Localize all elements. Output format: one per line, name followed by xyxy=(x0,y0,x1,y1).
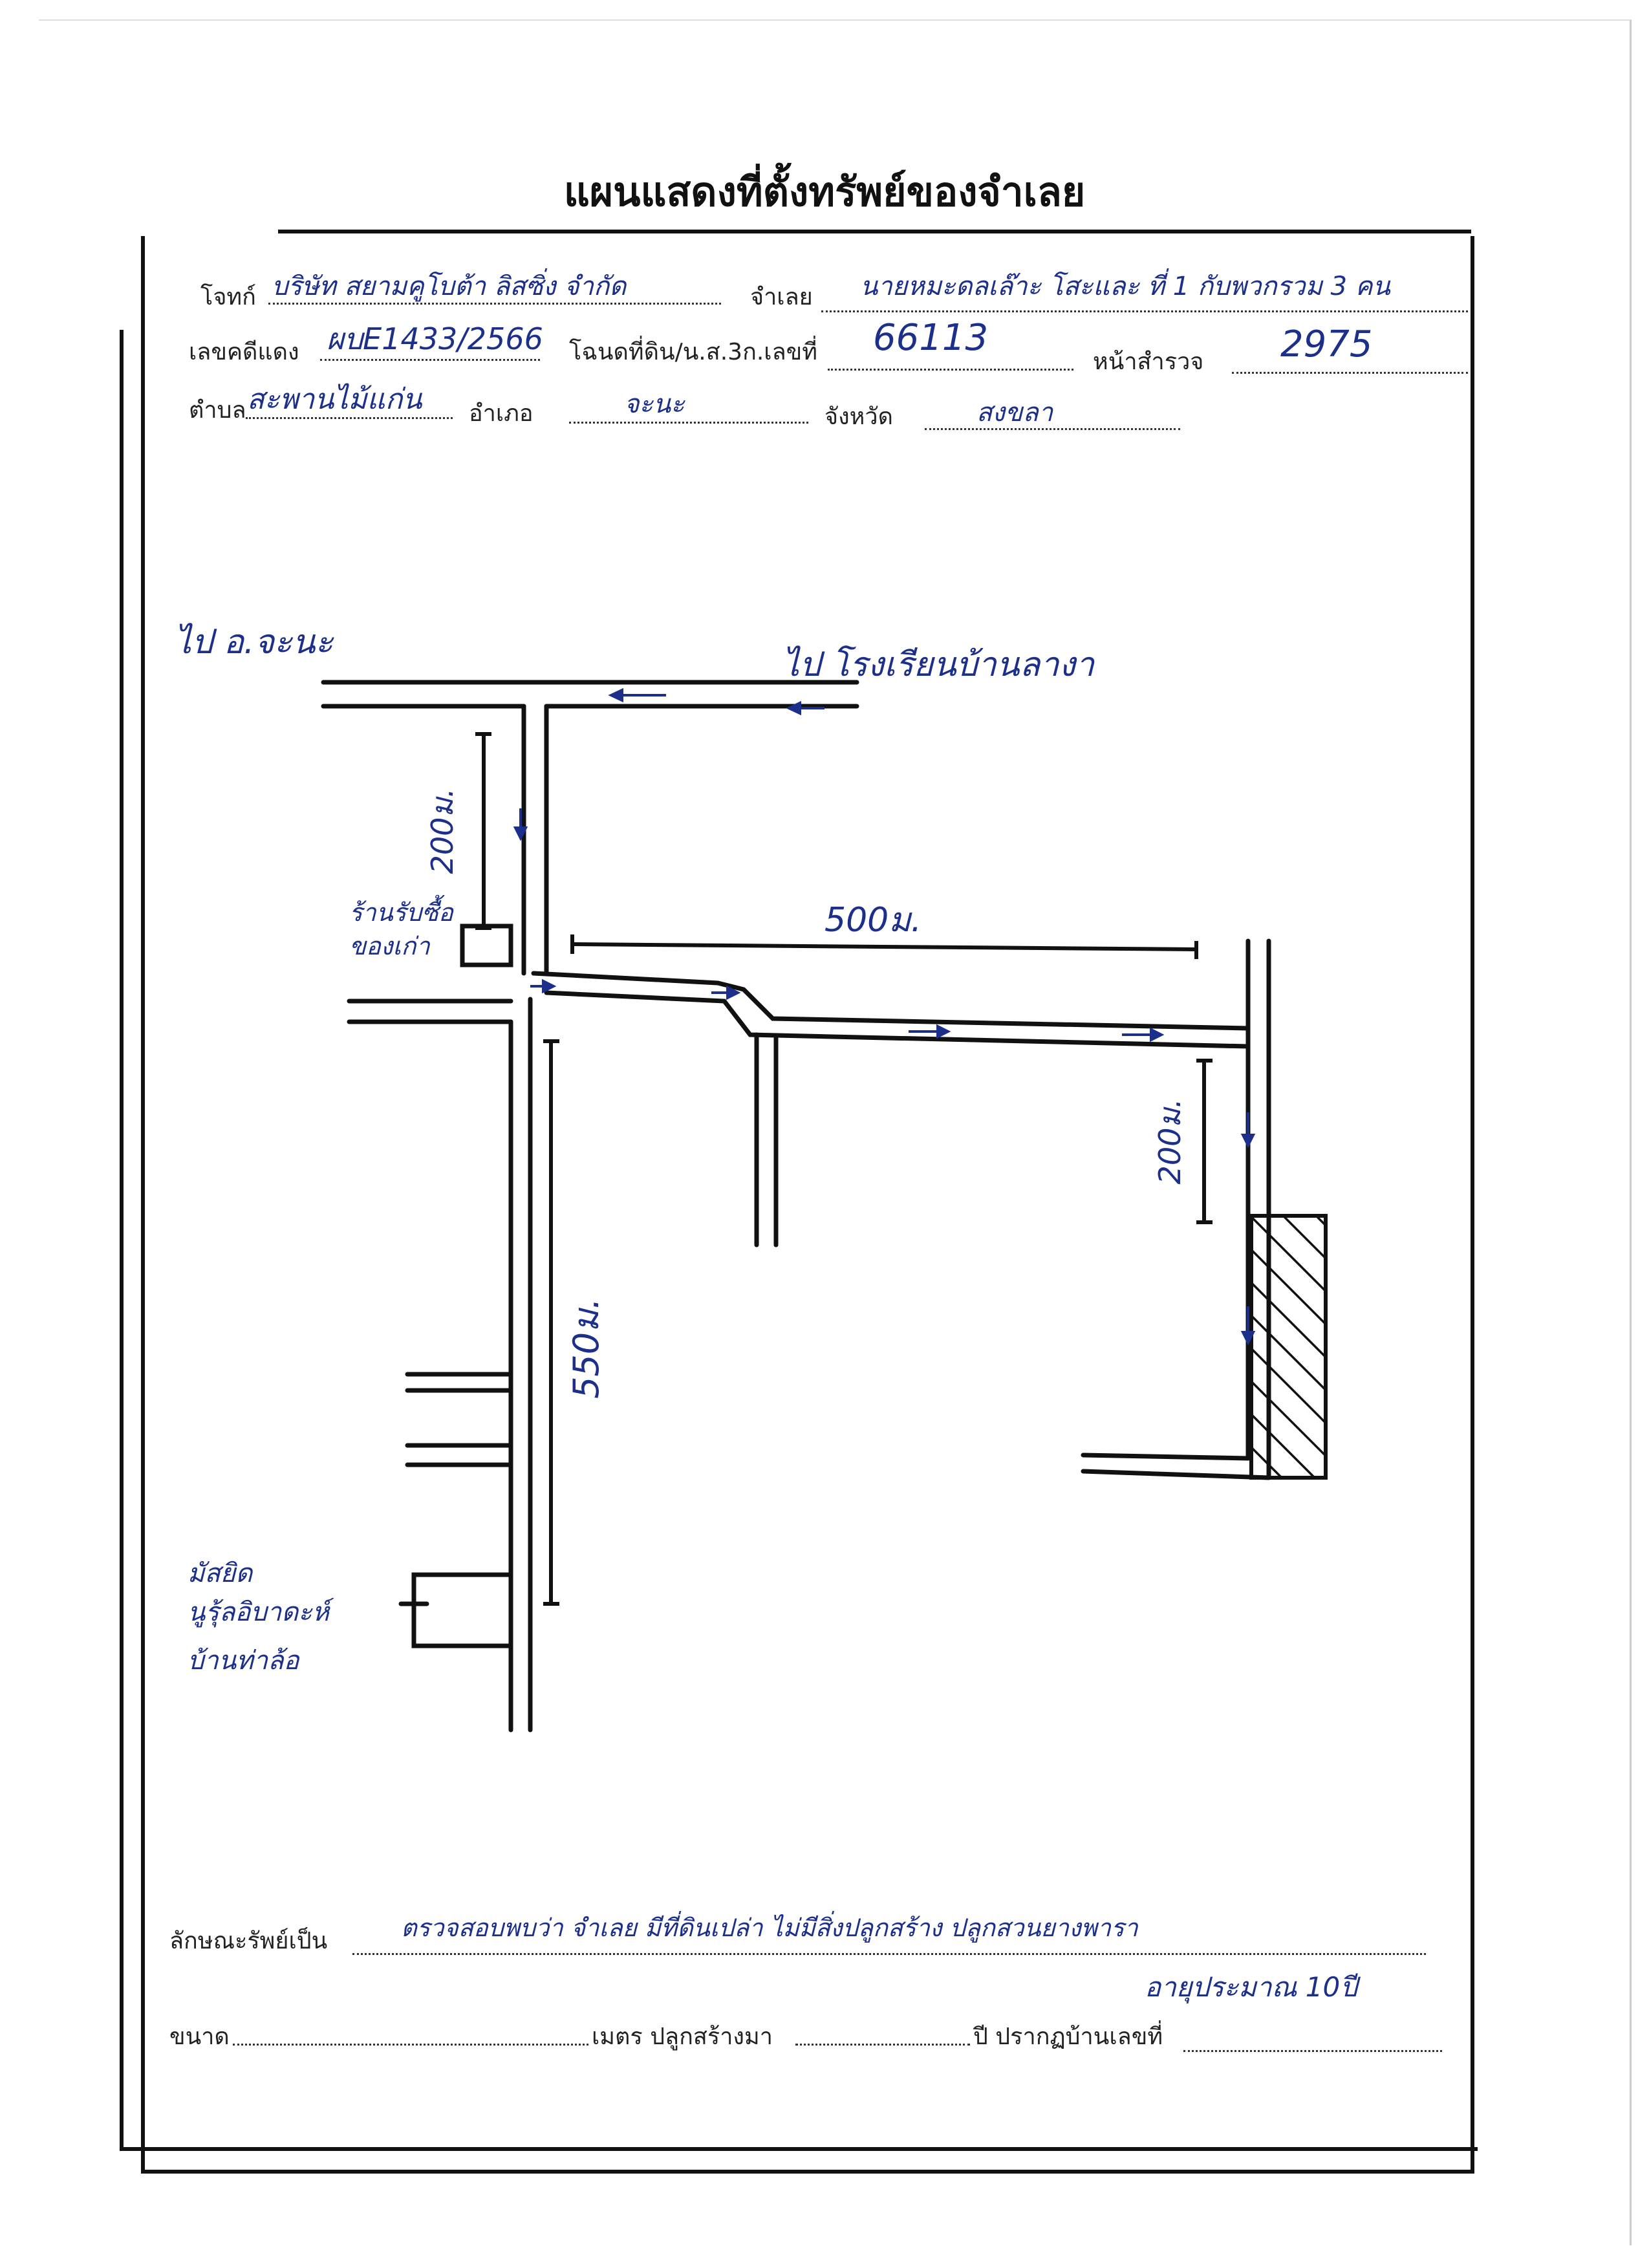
built-dotline xyxy=(795,2044,970,2046)
label-200-left: 200ม. xyxy=(425,788,460,874)
mosque-label-3: บ้านท่าล้อ xyxy=(188,1646,299,1676)
survey-dotline xyxy=(1232,372,1468,374)
plaintiff-dotline xyxy=(268,303,721,305)
mosque-box xyxy=(411,1572,513,1648)
size-label: ขนาด xyxy=(169,2024,230,2050)
meters-label: เมตร ปลูกสร้างมา xyxy=(592,2024,773,2050)
province-label: จังหวัด xyxy=(824,404,893,430)
size-dotline xyxy=(233,2044,588,2046)
main-road-upper xyxy=(531,971,1251,1031)
shop-label-2: ของเก่า xyxy=(349,932,430,960)
bottom-right-road-upper xyxy=(1081,1453,1251,1461)
label-200-right: 200ม. xyxy=(1152,1099,1187,1185)
outer-left-border xyxy=(120,330,124,2150)
to-school-label: ไป โรงเรียนบ้านลางา xyxy=(782,645,1095,684)
defendant-label: จำเลย xyxy=(750,284,813,310)
dim-500 xyxy=(572,942,1197,951)
district-label: อำเภอ xyxy=(469,400,534,427)
plaintiff-label: โจทก์ xyxy=(200,284,256,310)
frame-top-border xyxy=(278,230,1471,233)
deed-dotline xyxy=(828,369,1073,371)
case-dotline xyxy=(320,359,540,361)
bottom-right-road-lower xyxy=(1081,1469,1271,1480)
to-chana-label: ไป อ.จะนะ xyxy=(175,623,334,662)
defendant-dotline xyxy=(821,310,1468,312)
property-label: ลักษณะรัพย์เป็น xyxy=(169,1928,328,1954)
property-parcel xyxy=(1249,1214,1328,1480)
main-road-lower xyxy=(544,990,1251,1049)
property-value-2: อายุประมาณ 10ปี xyxy=(1145,1971,1357,2003)
subdistrict-label: ตำบล xyxy=(189,397,246,424)
survey-value: 2975 xyxy=(1280,323,1373,365)
province-dotline xyxy=(925,428,1180,430)
property-value: ตรวจสอบพบว่า จำเลย มีที่ดินเปล่า ไม่มีสิ… xyxy=(401,1914,1138,1942)
house-no-dotline xyxy=(1183,2050,1442,2052)
form-frame xyxy=(141,236,1474,2174)
label-500: 500ม. xyxy=(824,901,922,940)
year-label: ปี ปรากฏบ้านเลขที่ xyxy=(973,2024,1163,2050)
province-value: สงขลา xyxy=(976,398,1053,427)
plaintiff-value: บริษัท สยามคูโบต้า ลิสซิ่ง จำกัด xyxy=(272,272,627,301)
deed-value: 66113 xyxy=(873,317,989,359)
mosque-label-2: นูรุ้ลอิบาดะห์ xyxy=(188,1597,330,1627)
deed-label: โฉนดที่ดิน/น.ส.3ก.เลขที่ xyxy=(569,339,818,365)
mosque-label-1: มัสยิด xyxy=(188,1559,253,1588)
label-550: 550ม. xyxy=(566,1298,607,1399)
district-value: จะนะ xyxy=(624,389,685,419)
page-title: แผนแสดงที่ตั้งทรัพย์ของจำเลย xyxy=(563,168,1086,215)
subdistrict-value: สะพานไม้แก่น xyxy=(247,383,422,416)
paper-sheet xyxy=(39,19,1632,2245)
case-value: ผบE1433/2566 xyxy=(327,321,543,356)
district-dotline xyxy=(569,422,808,424)
survey-label: หน้าสำรวจ xyxy=(1093,349,1204,375)
junk-shop-box xyxy=(460,923,513,967)
property-dotline xyxy=(352,1953,1426,1955)
case-label: เลขคดีแดง xyxy=(189,339,299,365)
outer-bottom-border xyxy=(120,2147,1478,2151)
defendant-value: นายหมะดลเล๊าะ โสะและ ที่ 1 กับพวกรวม 3 ค… xyxy=(860,272,1390,301)
subdistrict-dotline xyxy=(246,417,453,419)
shop-label-1: ร้านรับซื้อ xyxy=(349,898,453,927)
